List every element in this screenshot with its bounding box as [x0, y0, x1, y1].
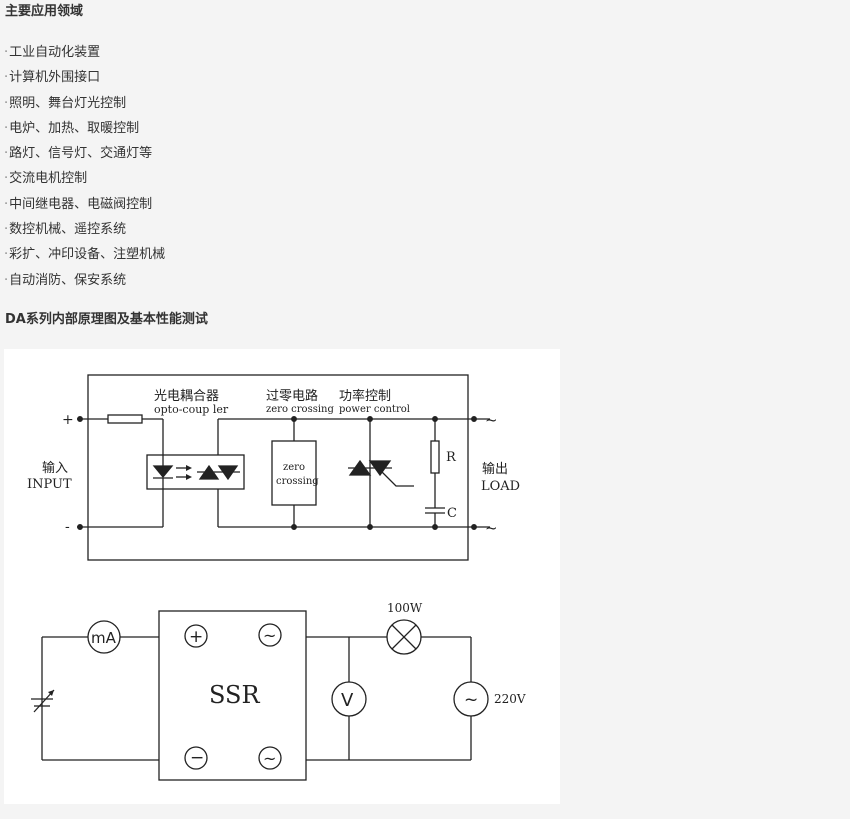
zero-label-en: zero crossing — [266, 404, 334, 415]
section-title-applications: 主要应用领域 — [5, 4, 84, 19]
ssr-minus-terminal — [184, 746, 208, 770]
list-item: ·照明、舞台灯光控制 — [4, 95, 127, 111]
list-item: ·电炉、加热、取暖控制 — [4, 120, 140, 136]
output-tilde-bottom: ~ — [485, 519, 498, 537]
power-label-en: power control — [339, 404, 410, 415]
ssr-plus-terminal — [184, 624, 208, 648]
output-label-cn: 输出 — [482, 461, 508, 477]
list-item: ·数控机械、遥控系统 — [4, 222, 127, 238]
input-label-cn: 输入 — [42, 460, 68, 476]
ssr-label: SSR — [209, 681, 260, 709]
list-item: ·自动消防、保安系统 — [4, 272, 127, 288]
input-resistor — [107, 414, 143, 424]
internal-schematic: + - 输入 INPUT 光电耦合器 opto-coup ler — [27, 374, 520, 561]
svg-text:~: ~ — [263, 626, 276, 645]
module-outline — [87, 374, 469, 561]
section-title-schematic: DA系列内部原理图及基本性能测试 — [5, 312, 208, 327]
output-label-en: LOAD — [481, 479, 520, 494]
list-item: ·交流电机控制 — [4, 171, 88, 187]
input-minus-node — [77, 524, 83, 530]
list-item: ·计算机外围接口 — [4, 70, 101, 86]
test-circuit: mA SSR + − ~ ~ 100W ~ 220V — [31, 601, 526, 781]
snubber-resistor — [430, 440, 440, 474]
ssr-module — [158, 610, 307, 781]
list-item: ·彩扩、冲印设备、注塑机械 — [4, 247, 166, 263]
svg-text:~: ~ — [263, 749, 276, 768]
svg-text:+: + — [189, 627, 203, 647]
svg-text:~: ~ — [464, 690, 478, 710]
opto-label-en: opto-coup ler — [154, 403, 229, 416]
power-label-cn: 功率控制 — [339, 388, 391, 404]
list-item: ·中间继电器、电磁阀控制 — [4, 196, 153, 212]
schematic-image: + - 输入 INPUT 光电耦合器 opto-coup ler — [4, 349, 560, 804]
source-label: 220V — [494, 692, 526, 706]
optocoupler — [146, 454, 245, 490]
list-item: ·路灯、信号灯、交通灯等 — [4, 146, 153, 162]
application-list: ·工业自动化装置 ·计算机外围接口 ·照明、舞台灯光控制 ·电炉、加热、取暖控制… — [4, 40, 165, 293]
svg-text:−: − — [190, 748, 204, 768]
c-label: C — [447, 506, 457, 521]
ssr-ac-terminal-top — [258, 623, 282, 647]
power-triac — [348, 459, 372, 476]
input-plus-node — [77, 416, 83, 422]
opto-label-cn: 光电耦合器 — [154, 389, 219, 404]
output-node-bottom — [471, 524, 477, 530]
output-node-top — [471, 416, 477, 422]
zero-crossing-box — [271, 440, 317, 506]
milliammeter-label: mA — [91, 629, 117, 647]
output-tilde-top: ~ — [485, 411, 498, 429]
input-plus-label: + — [62, 412, 74, 428]
voltmeter-label: V — [341, 690, 354, 711]
zero-label-cn: 过零电路 — [266, 388, 318, 404]
zero-box-text-1: zero — [283, 462, 305, 473]
ssr-ac-terminal-bottom — [258, 746, 282, 770]
lamp-label: 100W — [387, 601, 423, 615]
input-minus-label: - — [65, 519, 70, 535]
list-item: ·工业自动化装置 — [4, 45, 101, 60]
r-label: R — [446, 450, 457, 465]
zero-box-text-2: crossing — [276, 476, 319, 487]
input-label-en: INPUT — [27, 477, 72, 492]
